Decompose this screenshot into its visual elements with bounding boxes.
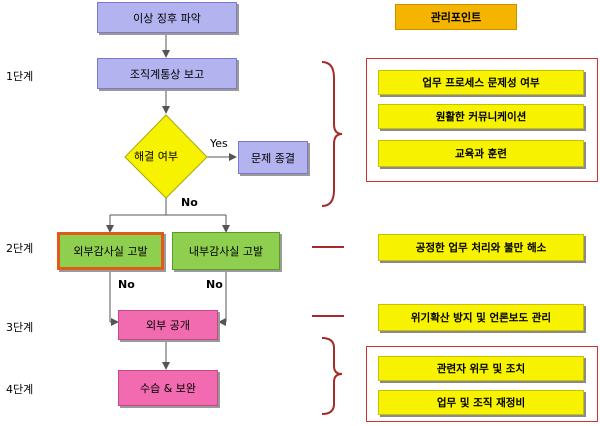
no-right-label: No: [206, 278, 223, 291]
point-consolation: 관련자 위무 및 조치: [378, 356, 584, 381]
stage-4-label: 4단계: [6, 383, 34, 396]
remedy-box: 수습 & 보완: [118, 370, 218, 406]
point-training: 교육과 훈련: [378, 140, 584, 167]
decision-diamond: [124, 114, 208, 199]
point-communication: 원활한 커뮤니케이션: [378, 104, 584, 129]
point-fair-handling: 공정한 업무 처리와 불만 해소: [378, 234, 584, 261]
stage-1-label: 1단계: [6, 70, 34, 83]
brace-stage4: [321, 337, 343, 415]
stage-3-label: 3단계: [6, 321, 34, 334]
decision-label: 해결 여부: [134, 150, 178, 163]
internal-audit-box: 내부감사실 고발: [172, 232, 280, 270]
point-reorganization: 업무 및 조직 재정비: [378, 390, 584, 415]
detect-box: 이상 징후 파악: [97, 2, 237, 33]
report-box: 조직계통상 보고: [97, 58, 237, 89]
external-audit-box: 외부감사실 고발: [57, 232, 164, 270]
stage4-points-frame: [366, 346, 598, 422]
point-crisis-media: 위기확산 방지 및 언론보도 관리: [378, 304, 584, 331]
brace-stage1: [321, 61, 343, 207]
stage1-points-frame: [366, 58, 598, 182]
management-points-header: 관리포인트: [395, 4, 517, 30]
point-process: 업무 프로세스 문제성 여부: [378, 70, 584, 95]
stage-2-label: 2단계: [6, 242, 34, 255]
yes-label: Yes: [210, 137, 228, 150]
no-left-label: No: [118, 278, 135, 291]
disclose-box: 외부 공개: [118, 310, 218, 340]
no-decision-label: No: [181, 196, 198, 209]
close-box: 문제 종결: [238, 141, 308, 174]
